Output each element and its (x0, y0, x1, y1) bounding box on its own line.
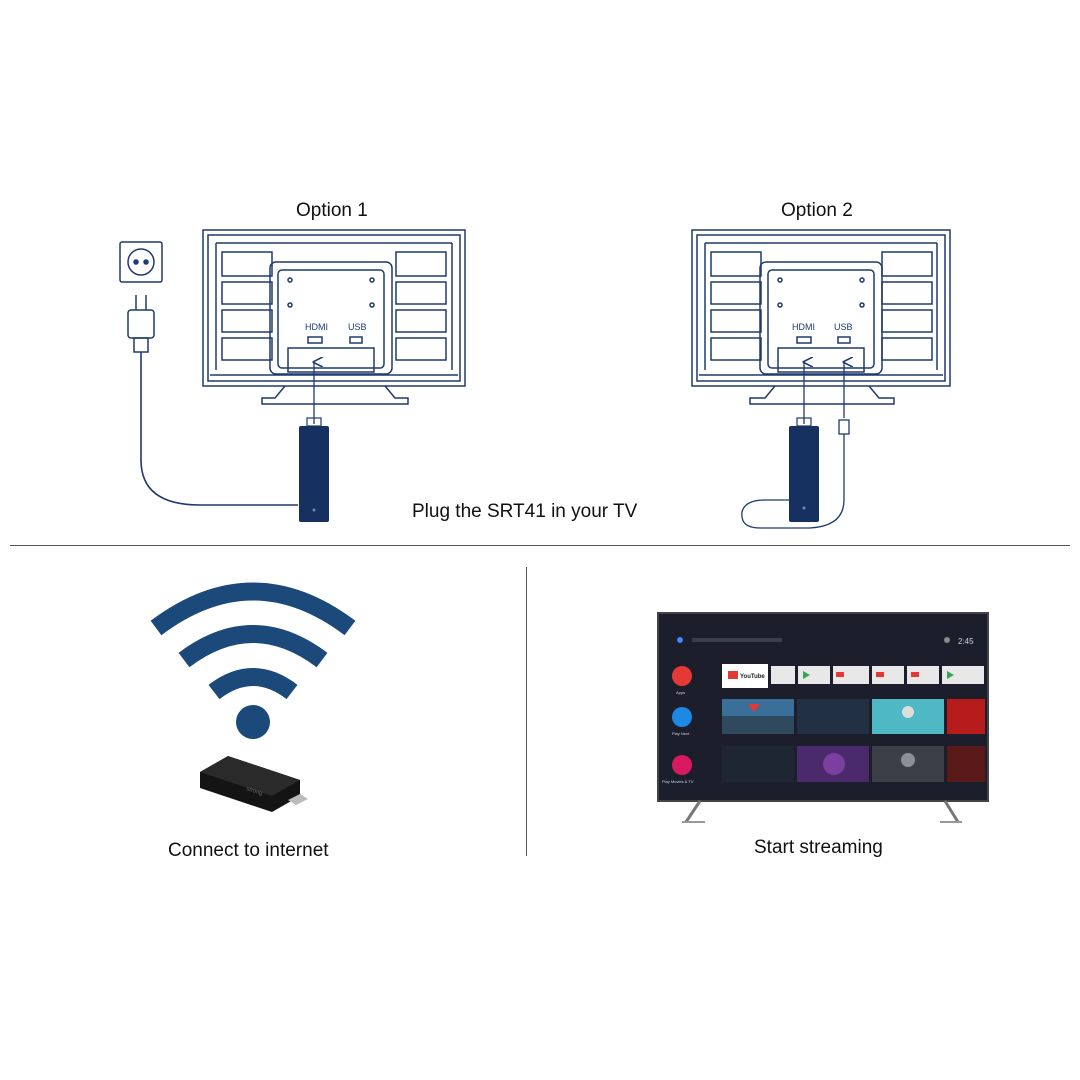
usb-port-label-1: USB (348, 322, 367, 332)
tv-side-label-apps: Apps (676, 690, 685, 695)
usb-port-label-2: USB (834, 322, 853, 332)
horizontal-divider (10, 545, 1070, 546)
usb-plug-icon (741, 419, 850, 529)
power-plug-icon (127, 295, 155, 353)
tv-back-option-1 (202, 229, 466, 405)
tv-app-youtube: YouTube (740, 674, 765, 680)
tv-streaming-screen: 2:45 Apps Play Next Play Movies & TV You… (657, 612, 989, 823)
hdmi-port-label-1: HDMI (305, 322, 328, 332)
stream-caption: Start streaming (754, 837, 883, 858)
streaming-stick-photo: strong (200, 756, 308, 812)
tv-side-label-movies: Play Movies & TV (662, 779, 694, 784)
connect-caption: Connect to internet (168, 840, 329, 861)
tv-clock: 2:45 (958, 637, 974, 646)
power-cable (140, 352, 298, 506)
option-1-title: Option 1 (296, 200, 368, 221)
hdmi-port-label-2: HDMI (792, 322, 815, 332)
tv-side-label-play-next: Play Next (672, 731, 690, 736)
streaming-stick-option-2 (789, 417, 819, 522)
option-2-title: Option 2 (781, 200, 853, 221)
tv-back-option-2 (691, 229, 951, 405)
stick-brand-mark: strong (245, 786, 263, 797)
plug-caption: Plug the SRT41 in your TV (412, 501, 638, 522)
wifi-icon (150, 582, 356, 739)
vertical-divider (526, 567, 527, 856)
wall-socket-icon (119, 241, 163, 283)
streaming-stick-option-1 (299, 417, 329, 522)
